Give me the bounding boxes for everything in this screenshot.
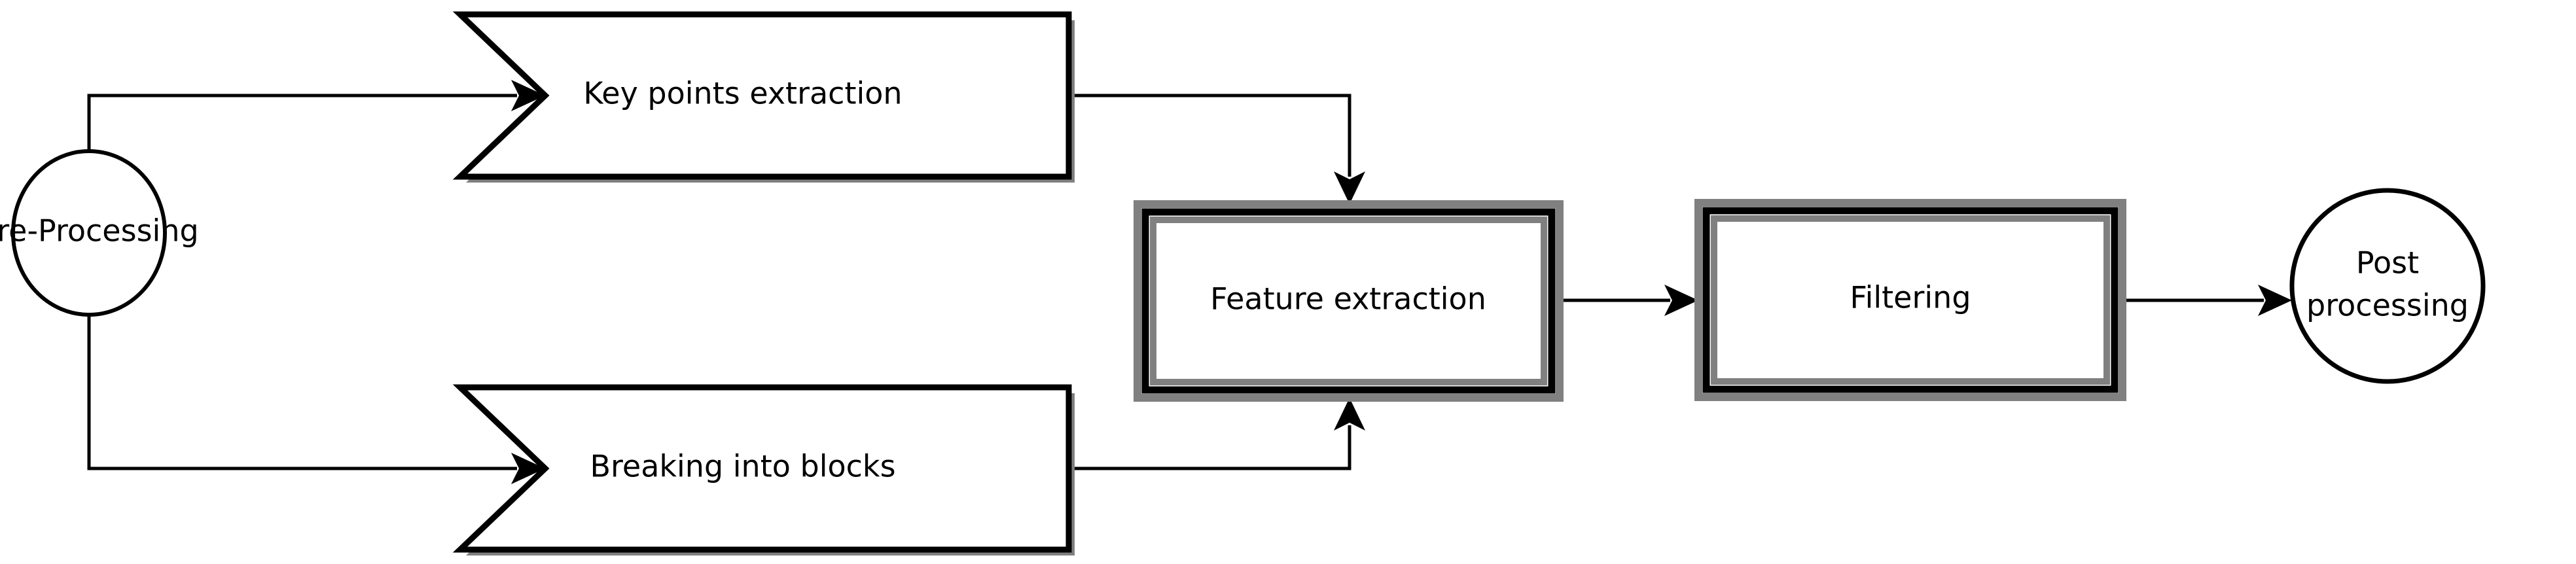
node-layer: Pre-Processing Key points extraction Bre… bbox=[0, 11, 2486, 555]
filtering-label: Filtering bbox=[1850, 280, 1971, 315]
node-breaking-into-blocks[interactable]: Breaking into blocks bbox=[452, 384, 1075, 555]
edge-pre-to-blocks bbox=[87, 315, 545, 484]
edge-keypoints-to-feature-arrowhead bbox=[1334, 171, 1365, 204]
edge-pre-to-keypoints bbox=[87, 80, 545, 151]
edge-keypoints-to-feature-line bbox=[1069, 94, 1351, 177]
edge-blocks-to-feature-line bbox=[1069, 425, 1351, 470]
node-post-processing[interactable]: Post processing bbox=[2289, 188, 2486, 384]
key-points-extraction-label: Key points extraction bbox=[583, 76, 902, 111]
node-pre-processing[interactable]: Pre-Processing bbox=[0, 149, 199, 317]
feature-extraction-label: Feature extraction bbox=[1210, 281, 1486, 317]
key-points-extraction-chevron[interactable] bbox=[452, 11, 1072, 180]
edge-pre-to-keypoints-arrowhead bbox=[511, 80, 545, 111]
edge-layer bbox=[87, 80, 2292, 484]
pre-processing-label: Pre-Processing bbox=[0, 213, 199, 249]
edge-keypoints-to-feature bbox=[1069, 94, 1365, 204]
edge-pre-to-blocks-arrowhead bbox=[511, 453, 545, 484]
node-feature-extraction[interactable]: Feature extraction bbox=[1134, 200, 1564, 402]
breaking-into-blocks-label: Breaking into blocks bbox=[590, 449, 895, 484]
filtering-inner-border bbox=[1711, 215, 2110, 385]
breaking-into-blocks-chevron[interactable] bbox=[452, 384, 1072, 553]
edge-filtering-to-post bbox=[2122, 285, 2292, 316]
edge-pre-to-keypoints-line bbox=[87, 94, 517, 151]
feature-extraction-inner-border bbox=[1150, 217, 1547, 385]
node-filtering[interactable]: Filtering bbox=[1694, 199, 2126, 401]
edge-filtering-to-post-arrowhead bbox=[2258, 285, 2292, 316]
post-processing-circle[interactable] bbox=[2289, 188, 2486, 384]
post-processing-label-line1: Post bbox=[2356, 245, 2419, 281]
edge-feature-to-filtering-arrowhead bbox=[1664, 285, 1698, 316]
edge-feature-to-filtering bbox=[1560, 285, 1698, 316]
pre-processing-ellipse[interactable] bbox=[11, 149, 167, 317]
post-processing-label-line2: processing bbox=[2306, 288, 2469, 323]
edge-pre-to-blocks-line bbox=[87, 315, 517, 470]
edge-blocks-to-feature-arrowhead bbox=[1334, 398, 1365, 431]
node-key-points-extraction[interactable]: Key points extraction bbox=[452, 11, 1075, 183]
edge-blocks-to-feature bbox=[1069, 398, 1365, 470]
